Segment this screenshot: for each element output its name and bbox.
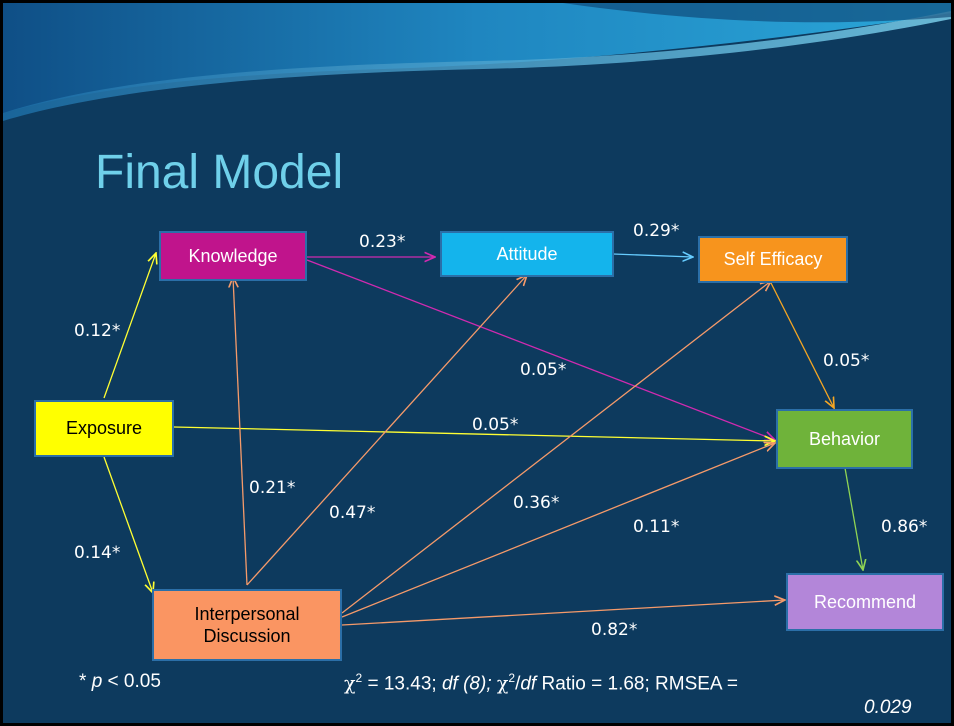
path-arrows — [103, 3, 951, 626]
coef-knowledge-behavior: 0.05* — [520, 360, 567, 380]
arrow-discussion-self-efficacy — [341, 281, 771, 614]
ratio-df: df — [520, 673, 537, 695]
node-attitude-label: Attitude — [496, 243, 558, 264]
arrow-attitude-self-efficacy — [612, 254, 693, 257]
coef-discussion-attitude: 0.47* — [329, 503, 376, 523]
node-interpersonal-discussion: Interpersonal Discussion — [152, 589, 342, 661]
arrow-discussion-behavior — [341, 443, 775, 618]
ratio-rest: Ratio = 1.68; RMSEA = — [536, 673, 738, 695]
node-attitude: Attitude — [440, 231, 614, 277]
coef-behavior-recommend: 0.86* — [881, 517, 928, 537]
header-wave-decoration — [3, 3, 951, 121]
node-self-efficacy-label: Self Efficacy — [723, 249, 823, 270]
coef-knowledge-attitude: 0.23* — [359, 232, 406, 252]
coef-discussion-self-efficacy: 0.36* — [513, 493, 560, 513]
coef-exposure-knowledge: 0.12* — [74, 321, 121, 341]
ratio-slash: / — [515, 673, 521, 695]
rmsea-value: 0.029 — [864, 697, 912, 719]
node-recommend: Recommend — [786, 573, 944, 631]
significance-note: * p < 0.05 — [79, 671, 161, 693]
slide: Final Model Knowledge Attitude Self Effi… — [3, 3, 951, 723]
coef-discussion-recommend: 0.82* — [591, 620, 638, 640]
node-exposure: Exposure — [34, 400, 174, 457]
arrow-exposure-behavior — [173, 426, 775, 441]
arrow-exposure-discussion — [103, 456, 153, 593]
coef-attitude-self-efficacy: 0.29* — [633, 221, 680, 241]
ratio-superscript: 2 — [508, 671, 516, 685]
chi-superscript: 2 — [355, 671, 363, 685]
node-recommend-label: Recommend — [813, 591, 917, 612]
arrow-knowledge-behavior — [306, 259, 775, 440]
coef-exposure-behavior: 0.05* — [472, 415, 519, 435]
fit-statistics: χ2 = 13.43; df (8); χ2/df Ratio = 1.68; … — [344, 671, 738, 695]
arrow-discussion-attitude — [246, 275, 527, 586]
node-interpersonal-label-line1: Interpersonal — [194, 603, 300, 624]
arrow-self-efficacy-behavior — [769, 280, 834, 408]
coef-discussion-behavior: 0.11* — [633, 517, 680, 537]
chi-symbol: χ — [344, 672, 356, 695]
coef-exposure-discussion: 0.14* — [74, 543, 121, 563]
coef-discussion-knowledge: 0.21* — [249, 478, 296, 498]
significance-threshold: < 0.05 — [102, 671, 161, 692]
node-knowledge-label: Knowledge — [188, 245, 278, 266]
arrow-discussion-knowledge — [233, 277, 248, 586]
node-interpersonal-label-line2: Discussion — [203, 626, 291, 646]
significance-asterisk: * — [79, 671, 92, 692]
df-value: df (8); — [441, 673, 492, 695]
chi-value: = 13.43; — [362, 673, 442, 695]
rmsea-number: 0.029 — [864, 697, 912, 718]
significance-p: p — [91, 671, 103, 692]
node-exposure-label: Exposure — [65, 418, 143, 439]
slide-title: Final Model — [95, 146, 344, 199]
arrow-behavior-recommend — [844, 467, 863, 570]
node-behavior-label: Behavior — [808, 428, 881, 449]
coef-self-efficacy-behavior: 0.05* — [823, 351, 870, 371]
node-knowledge: Knowledge — [159, 231, 307, 281]
node-behavior: Behavior — [776, 409, 913, 469]
node-self-efficacy: Self Efficacy — [698, 236, 848, 283]
ratio-chi-symbol: χ — [496, 672, 509, 695]
arrow-exposure-knowledge — [103, 253, 156, 399]
arrow-discussion-recommend — [341, 600, 785, 626]
